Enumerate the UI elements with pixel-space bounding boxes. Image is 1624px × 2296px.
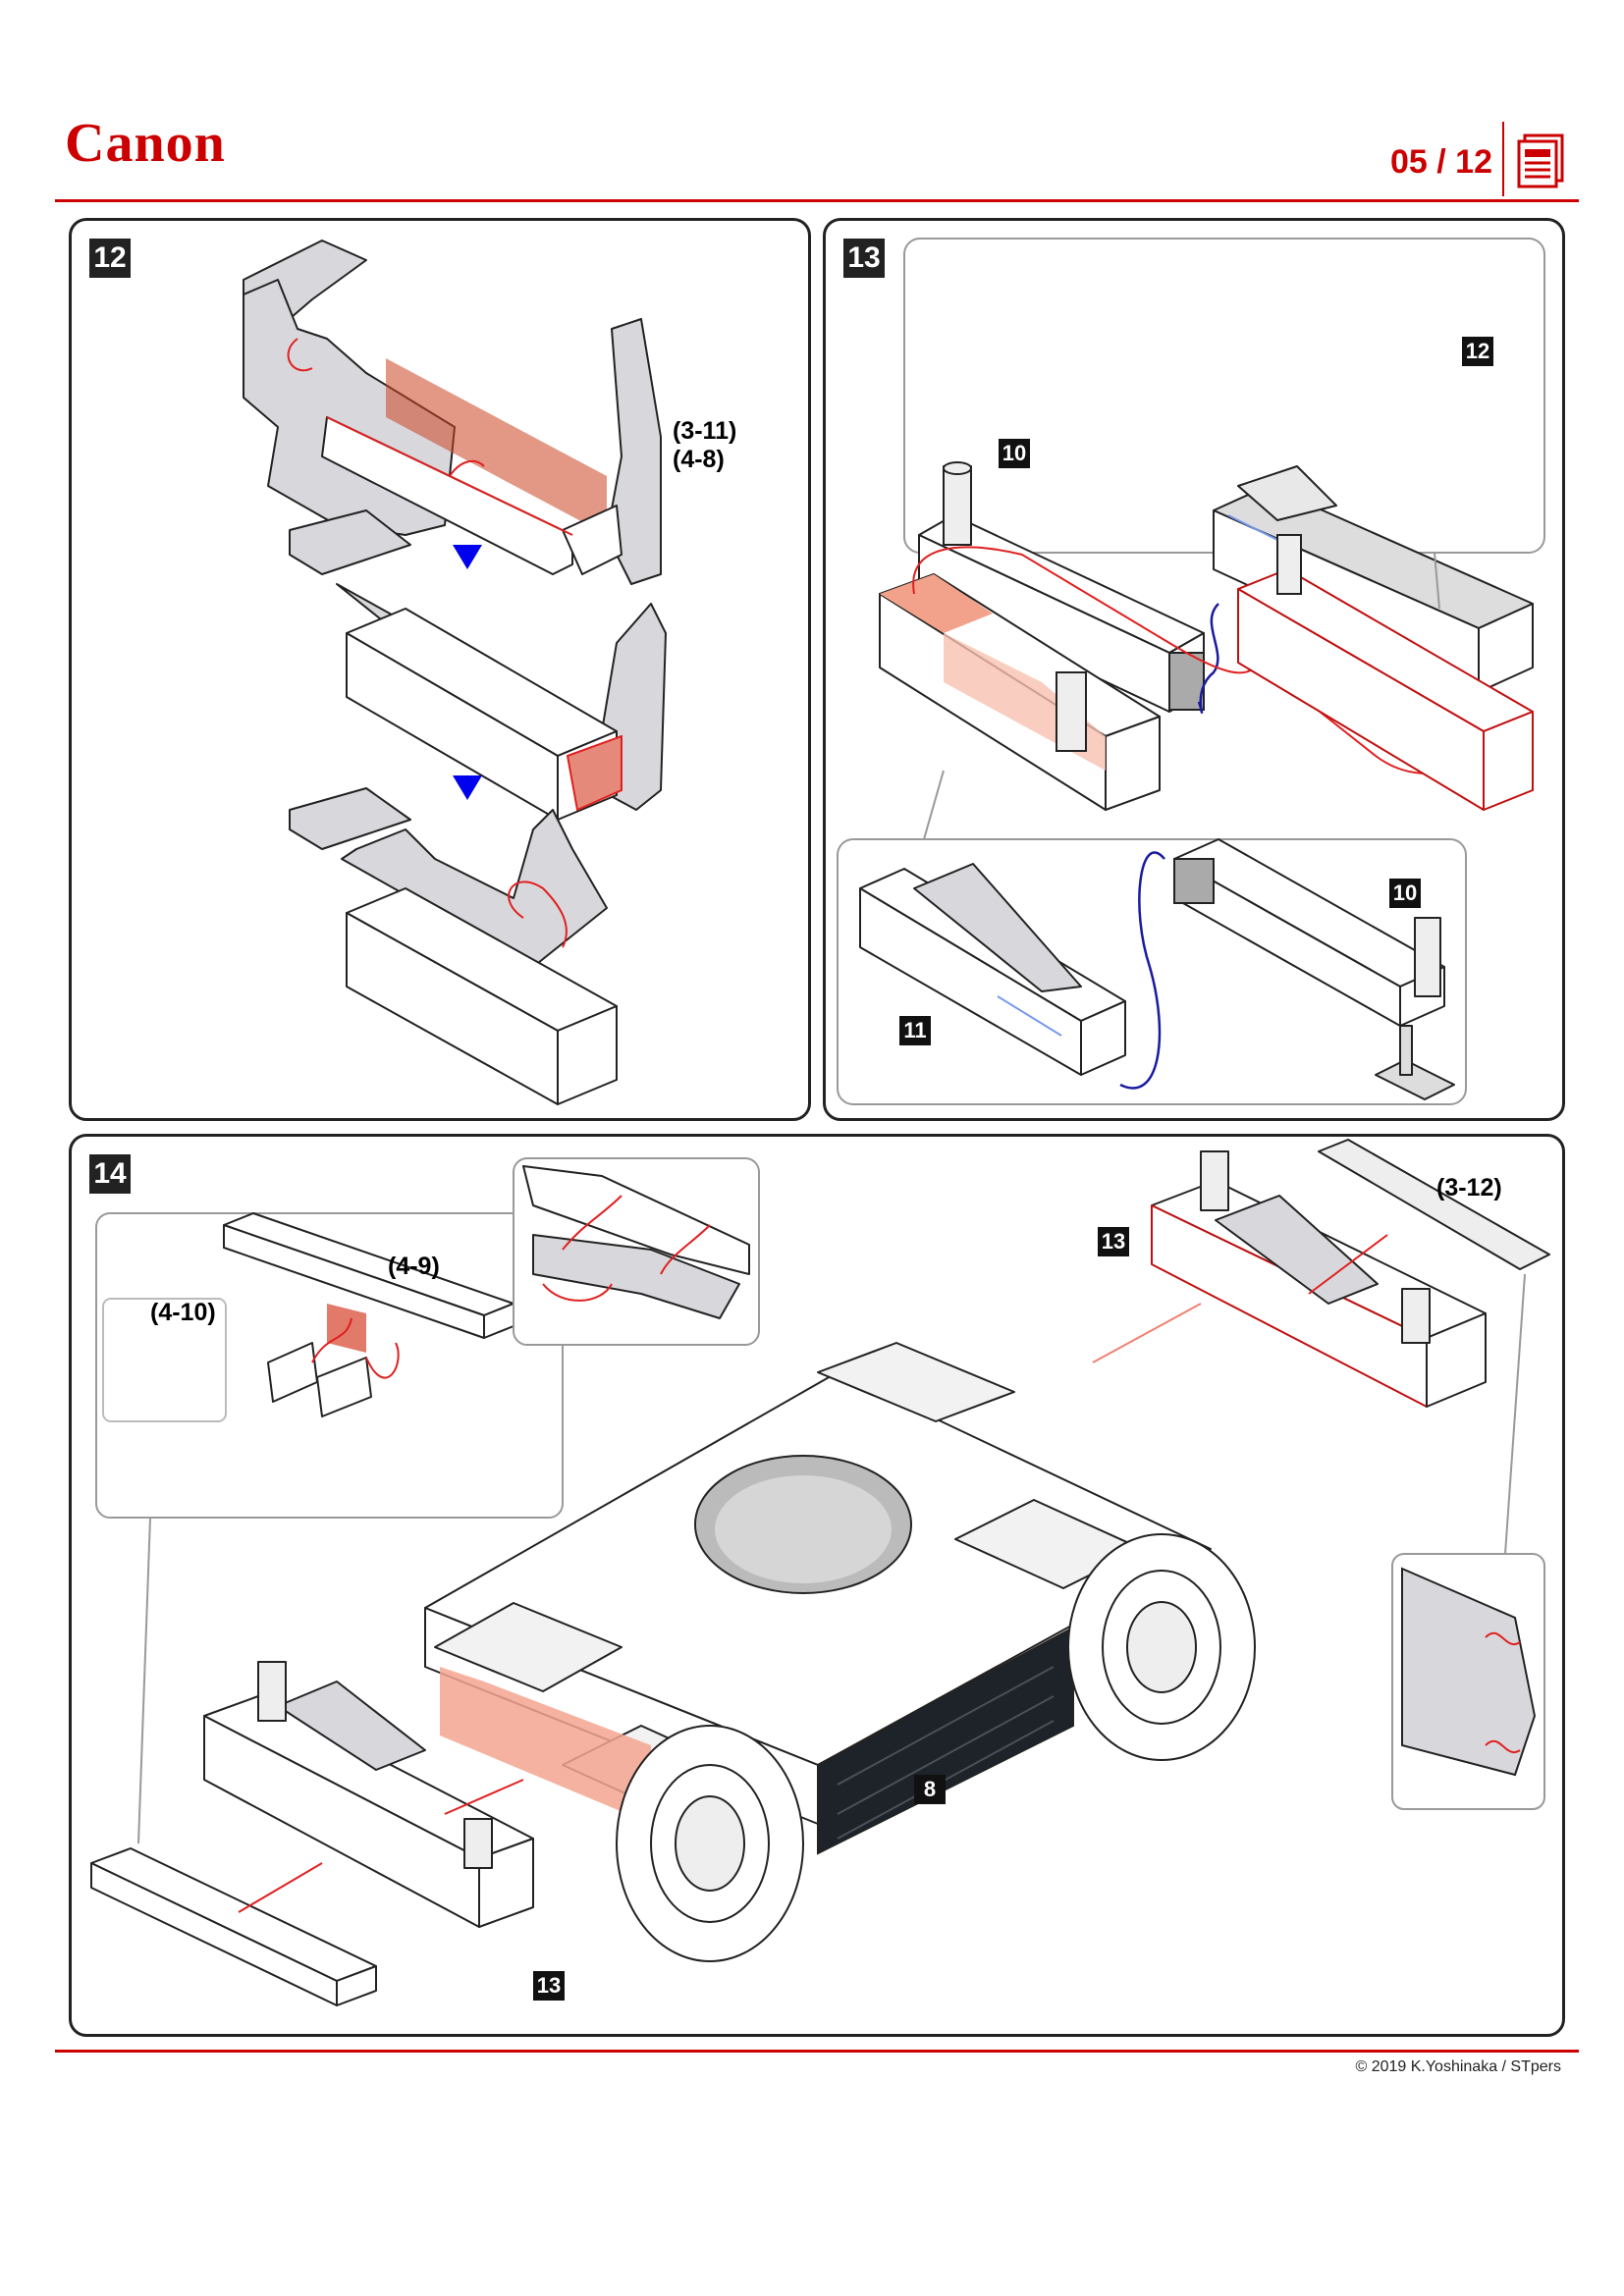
ref-label-4-9: (4-9): [388, 1253, 440, 1280]
copyright-text: © 2019 K.Yoshinaka / STpers: [1355, 2058, 1561, 2075]
ref-label-3-11: (3-11): [673, 417, 737, 445]
step-13-panel: 13: [823, 218, 1565, 1121]
part-tag-13-top: 13: [1098, 1227, 1129, 1256]
ref-label-3-12: (3-12): [1436, 1174, 1502, 1201]
canon-logo: Canon: [65, 113, 226, 174]
step-12-badge: 12: [89, 239, 131, 278]
step-14-badge: 14: [89, 1154, 131, 1194]
document-icon[interactable]: [1516, 133, 1565, 188]
page-number: 05 / 12: [1390, 143, 1492, 181]
ref-label-4-8: (4-8): [673, 446, 725, 473]
step-14-panel: 14: [69, 1134, 1565, 2037]
header-divider: [1502, 122, 1504, 196]
header-rule: [55, 199, 1579, 202]
step-13-illustration: [837, 238, 1545, 1105]
down-arrow-2: [453, 775, 482, 800]
step-13-badge: 13: [843, 239, 885, 278]
step-14-illustration: [90, 1139, 1550, 2006]
step-12-illustration: [243, 240, 667, 1105]
part-tag-10-lower: 10: [1389, 879, 1421, 908]
part-tag-8: 8: [914, 1775, 946, 1804]
down-arrow-1: [453, 545, 482, 569]
part-tag-13-bottom: 13: [533, 1971, 565, 2001]
footer-rule: [55, 2050, 1579, 2053]
ref-label-4-10: (4-10): [150, 1299, 216, 1326]
step-12-panel: 12: [69, 218, 811, 1121]
part-tag-12: 12: [1462, 337, 1493, 366]
part-tag-10-upper: 10: [999, 439, 1030, 468]
part-tag-11: 11: [899, 1016, 931, 1045]
